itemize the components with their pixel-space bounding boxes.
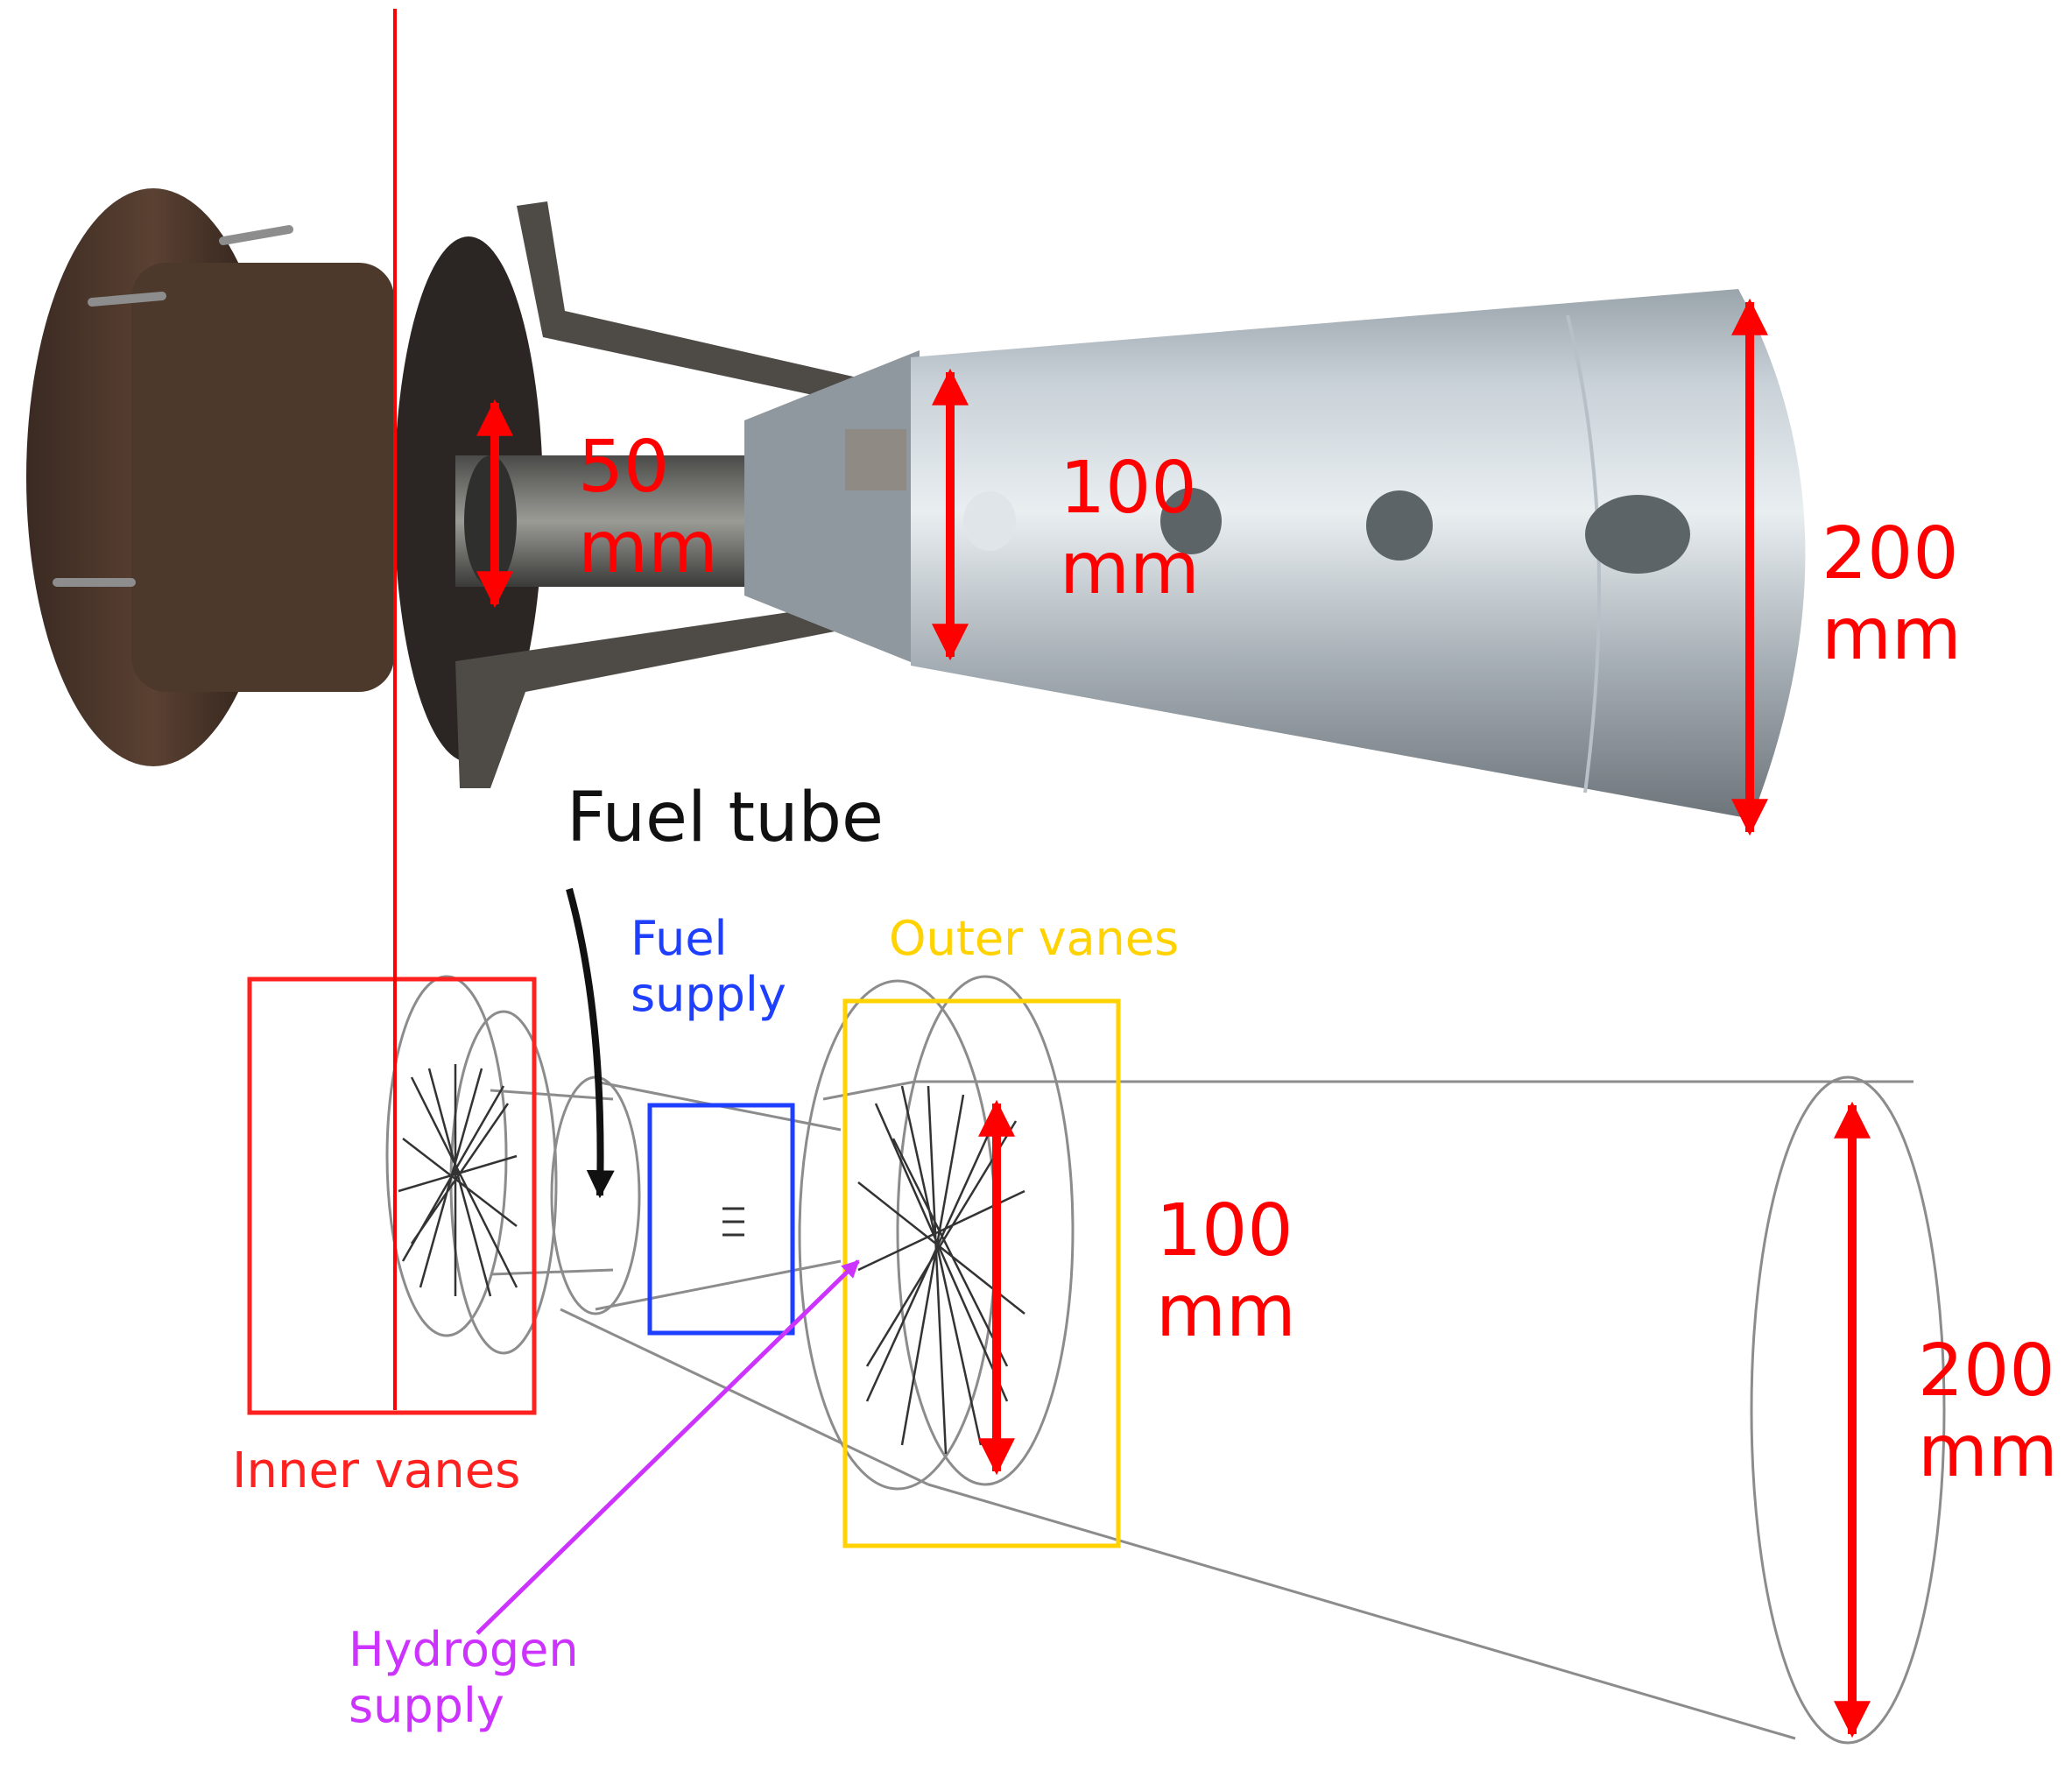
diagram-dim-200-label: 200 mm (1918, 1329, 2058, 1493)
photo-dim-200-label: 200 mm (1822, 512, 1962, 676)
hydrogen-supply-label: Hydrogen supply (349, 1622, 579, 1733)
outer-vane-sketch (857, 1085, 1025, 1455)
cone-wire-top-left (822, 1080, 916, 1101)
bracket-bolt (845, 429, 906, 490)
photo-dim-50-label: 50 mm (578, 426, 718, 589)
inner-swirler-outline (385, 975, 508, 1337)
dimension-arrows (476, 298, 1871, 1738)
inner-vane-sketch (398, 1064, 518, 1297)
fuel-supply-label: Fuel supply (631, 911, 786, 1022)
cone-wire-bottom-left (560, 1308, 929, 1486)
burner-wireframe (385, 975, 1946, 1745)
fuel-tube-label: Fuel tube (567, 779, 884, 857)
fuel-tube-mark (722, 1207, 744, 1237)
inner-swirler-face (449, 1010, 558, 1355)
flange-bolts (53, 225, 293, 587)
cone-holes (963, 488, 1690, 574)
inner-vanes-box (247, 977, 537, 1415)
inner-body-top (490, 1089, 614, 1101)
fuel-supply-box (647, 1103, 795, 1336)
cone-wire-bottom (927, 1483, 1796, 1740)
inner-vanes-label: Inner vanes (232, 1442, 521, 1499)
hydrogen-pointer (476, 1259, 860, 1635)
outer-vanes-label: Outer vanes (889, 911, 1180, 966)
outer-cone-photo (911, 289, 1806, 819)
cone-exit-ellipse (1750, 1075, 1946, 1745)
diagram-dim-100-label: 100 mm (1156, 1189, 1296, 1353)
outer-swirler-face (896, 975, 1075, 1486)
fuel-tube-pointer (566, 887, 615, 1199)
fuel-tube-wire (550, 1075, 641, 1315)
flange-hub (131, 263, 394, 692)
burner-photo (26, 188, 1806, 819)
photo-dim-100-label: 100 mm (1060, 447, 1200, 610)
